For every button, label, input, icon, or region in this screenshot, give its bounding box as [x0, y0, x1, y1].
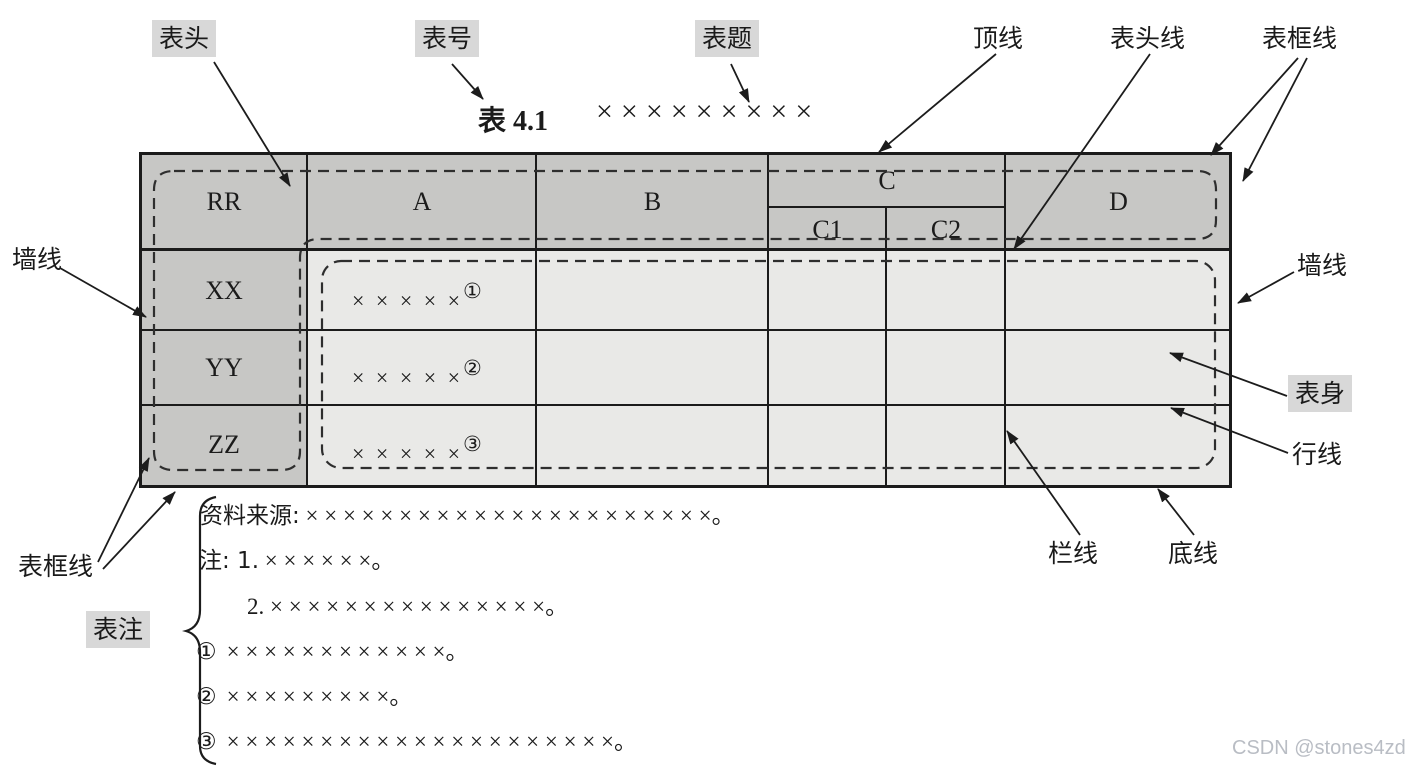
callout-table-header: 表头	[152, 20, 217, 57]
body-cell-row3: × × × × ×③	[352, 432, 482, 467]
header-cell-c1: C1	[812, 215, 843, 244]
footnote-line-1: ① × × × × × × × × × × × ×。	[196, 638, 469, 666]
table-title: ×××××××××	[596, 95, 821, 128]
arrow-wall-line-left	[59, 267, 147, 318]
callout-top-line: 顶线	[973, 24, 1024, 53]
watermark: CSDN @stones4zd	[1232, 737, 1406, 759]
stub-cell-row1: XX	[205, 276, 243, 305]
footnote-line-3: ③ × × × × × × × × × × × × × × × × × × × ×…	[196, 728, 637, 756]
callout-wall-line-left: 墙线	[12, 245, 63, 274]
footnote-ref-1: ①	[463, 279, 482, 303]
note-1-text: × × × × × ×。	[264, 548, 395, 573]
callout-column-line: 栏线	[1048, 539, 1099, 568]
footnote-ref-2: ②	[463, 356, 482, 380]
table-number: 表 4.1	[478, 106, 549, 137]
footnote-3-marker: ③	[196, 729, 217, 755]
note-source-label: 资料来源:	[200, 503, 300, 529]
stub-cell-row3: ZZ	[208, 430, 240, 459]
callout-frame-line-bottom: 表框线	[18, 552, 94, 581]
footnote-1-marker: ①	[196, 639, 217, 665]
arrow-frame-line-top-2	[1242, 57, 1308, 182]
arrow-bottom-line	[1157, 488, 1195, 536]
notes-brace	[182, 495, 217, 766]
note-line-2: 2. × × × × × × × × × × × × × × ×。	[247, 593, 568, 621]
note-source-line: 资料来源: × × × × × × × × × × × × × × × × × …	[200, 502, 735, 530]
footnote-2-marker: ②	[196, 684, 217, 710]
body-value-row3: × × × × ×	[352, 441, 464, 466]
footnote-1-text: × × × × × × × × × × × ×。	[226, 639, 469, 664]
note-1-label: 注: 1.	[199, 548, 260, 574]
note-line-1: 注: 1. × × × × × ×。	[199, 547, 394, 575]
stub-cell-row2: YY	[205, 353, 243, 382]
header-cell-d: D	[1109, 187, 1128, 216]
arrow-frame-line-bottom-2	[102, 491, 176, 570]
callout-table-body: 表身	[1288, 375, 1353, 412]
footnote-2-text: × × × × × × × × ×。	[226, 684, 413, 709]
callout-header-line: 表头线	[1110, 24, 1186, 53]
header-cell-c2: C2	[930, 215, 962, 244]
note-2-label: 2.	[247, 594, 265, 619]
table-frame	[139, 152, 1232, 488]
callout-table-number: 表号	[415, 20, 480, 57]
callout-bottom-line: 底线	[1168, 539, 1219, 568]
footnote-ref-3: ③	[463, 432, 482, 456]
callout-row-line: 行线	[1292, 440, 1343, 469]
body-cell-row1: × × × × ×①	[352, 279, 482, 314]
footnote-3-text: × × × × × × × × × × × × × × × × × × × × …	[226, 729, 638, 754]
header-cell-b: B	[643, 187, 662, 216]
body-value-row2: × × × × ×	[352, 365, 464, 390]
callout-table-title: 表题	[695, 20, 760, 57]
arrow-frame-line-top-1	[1210, 57, 1299, 156]
callout-table-notes: 表注	[86, 611, 151, 648]
header-cell-stub: RR	[206, 187, 242, 216]
callout-wall-line-right: 墙线	[1297, 251, 1348, 280]
note-source-text: × × × × × × × × × × × × × × × × × × × × …	[305, 503, 735, 528]
header-cell-c: C	[878, 166, 896, 195]
body-cell-row2: × × × × ×②	[352, 356, 482, 391]
header-cell-a: A	[412, 187, 432, 216]
note-2-text: × × × × × × × × × × × × × × ×。	[270, 594, 569, 619]
callout-frame-line-top: 表框线	[1262, 24, 1338, 53]
arrow-table-number	[451, 63, 484, 100]
footnote-line-2: ② × × × × × × × × ×。	[196, 683, 412, 711]
arrow-top-line	[878, 53, 997, 153]
arrow-wall-line-right	[1237, 271, 1295, 304]
body-value-row1: × × × × ×	[352, 288, 464, 313]
